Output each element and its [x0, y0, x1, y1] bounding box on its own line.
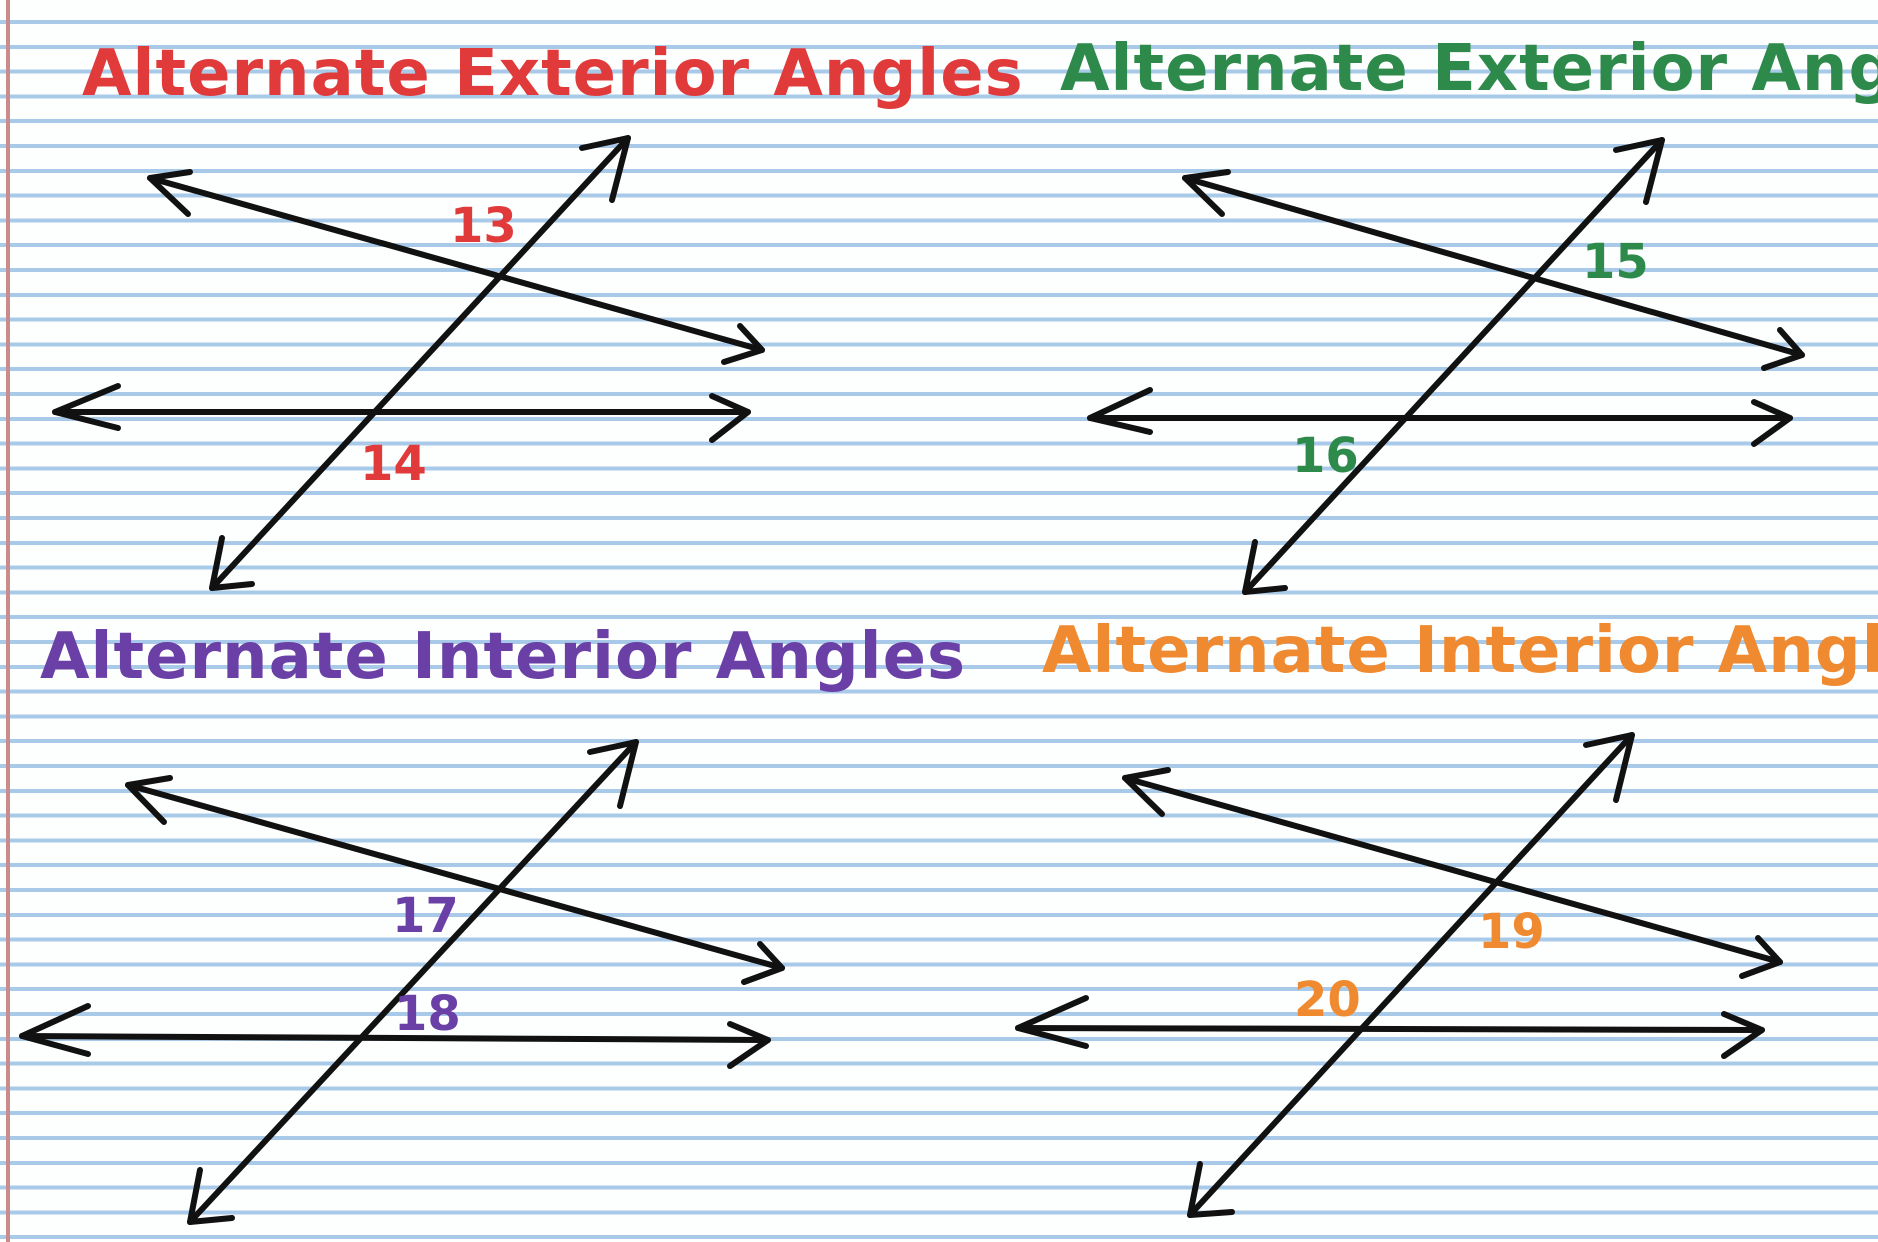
- panel-3: Alternate Interior Angles 17 18: [19, 620, 966, 1225]
- panel-2-title: Alternate Exterior Angles: [1060, 32, 1878, 106]
- panel-2-angle-label-b: 16: [1292, 428, 1359, 484]
- panel-3-transversal: [187, 739, 639, 1225]
- panel-1-angle-label-b: 14: [360, 436, 427, 492]
- panel-1-line-upper: [147, 175, 765, 353]
- panel-1-arrow-upper-right: [721, 323, 765, 365]
- panel-2-transversal: [1242, 137, 1665, 595]
- panel-4-title: Alternate Interior Angles: [1042, 614, 1878, 688]
- panel-1-arrow-trans-top: [579, 135, 631, 203]
- panel-2-arrow-lower-right: [1751, 399, 1793, 447]
- panel-2-angle-label-a: 15: [1582, 234, 1649, 290]
- panel-1-arrow-trans-bottom: [209, 535, 255, 591]
- panel-4-arrow-lower-left: [1015, 995, 1089, 1049]
- panel-4-arrow-upper-left: [1122, 767, 1171, 817]
- panel-2-arrow-upper-right: [1761, 327, 1805, 371]
- panel-1-angle-label-a: 13: [450, 198, 517, 254]
- panel-1-transversal: [209, 135, 631, 591]
- panel-3-arrow-lower-left: [19, 1003, 91, 1057]
- panel-3-arrow-lower-right: [727, 1021, 771, 1069]
- panel-1-arrow-lower-left: [52, 383, 121, 431]
- panel-4-angle-label-b: 20: [1294, 972, 1361, 1028]
- margin-line: [6, 0, 10, 1242]
- panel-3-line-upper: [125, 782, 785, 971]
- panel-1-title: Alternate Exterior Angles: [82, 37, 1024, 111]
- panel-2: Alternate Exterior Angles 15 16: [1060, 32, 1878, 595]
- panel-2-arrow-lower-left: [1087, 387, 1153, 435]
- panel-4-arrow-upper-right: [1739, 935, 1783, 979]
- panel-4: Alternate Interior Angles 19 20: [1015, 614, 1878, 1218]
- panel-1: Alternate Exterior Angles 13 14: [52, 37, 1024, 591]
- panel-4-line-lower: [1015, 1025, 1765, 1033]
- panel-2-arrow-trans-top: [1613, 137, 1665, 205]
- panel-4-line-upper: [1122, 775, 1783, 965]
- panel-3-title: Alternate Interior Angles: [40, 620, 966, 694]
- panel-4-angle-label-a: 19: [1478, 904, 1545, 960]
- panel-2-line-upper: [1182, 175, 1805, 358]
- panel-3-line-lower: [19, 1033, 771, 1043]
- panel-4-arrow-trans-bottom: [1187, 1161, 1235, 1218]
- panel-3-arrow-upper-left: [125, 775, 173, 825]
- panel-2-arrow-upper-left: [1182, 169, 1231, 217]
- panel-4-arrow-trans-top: [1583, 732, 1635, 803]
- panel-4-arrow-lower-right: [1721, 1011, 1765, 1059]
- panel-3-arrow-trans-bottom: [187, 1167, 235, 1225]
- panel-3-arrow-upper-right: [741, 941, 785, 985]
- panel-3-arrow-trans-top: [587, 739, 639, 809]
- panel-4-transversal: [1187, 732, 1635, 1218]
- panel-3-angle-label-a: 17: [392, 888, 459, 944]
- panel-2-arrow-trans-bottom: [1242, 539, 1288, 595]
- panel-1-arrow-upper-left: [147, 169, 193, 217]
- panel-1-arrow-lower-right: [709, 393, 751, 443]
- panel-3-angle-label-b: 18: [394, 986, 461, 1042]
